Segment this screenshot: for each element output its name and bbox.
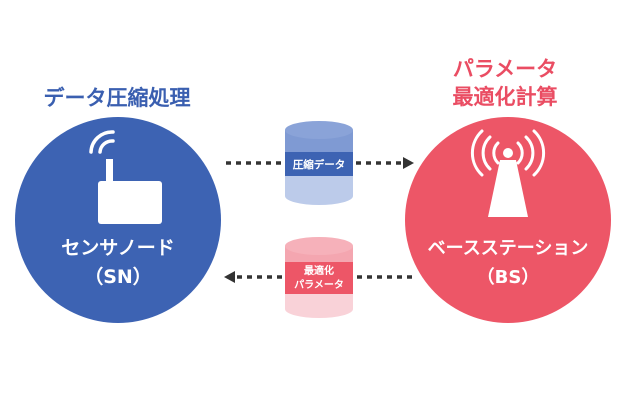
base-station-name: ベースステーション: [428, 238, 589, 259]
base-station: ベースステーション （BS）: [405, 117, 611, 323]
right-process-label-line1: パラメータ: [453, 57, 557, 81]
arrow-to-base-station: [226, 157, 414, 169]
optimized-parameter-label-line1: 最適化: [304, 264, 334, 277]
compressed-data-cylinder: 圧縮データ: [285, 121, 353, 205]
optimized-parameter-label-line2: パラメータ: [294, 279, 344, 291]
left-process-label: データ圧縮処理: [44, 86, 191, 110]
base-station-circle: [405, 117, 611, 323]
compressed-data-label: 圧縮データ: [293, 158, 346, 171]
sensor-node-abbr: （SN）: [84, 265, 152, 288]
sensor-node: センサノード （SN）: [15, 117, 221, 323]
base-station-abbr: （BS）: [477, 267, 540, 288]
right-process-label-line2: 最適化計算: [453, 85, 558, 109]
sensor-node-name: センサノード: [61, 237, 175, 259]
sensor-device-icon: [89, 130, 162, 224]
optimized-parameter-cylinder: 最適化 パラメータ: [285, 237, 353, 318]
arrow-to-sensor-node: [224, 271, 412, 283]
radio-tower-icon: [470, 129, 546, 217]
